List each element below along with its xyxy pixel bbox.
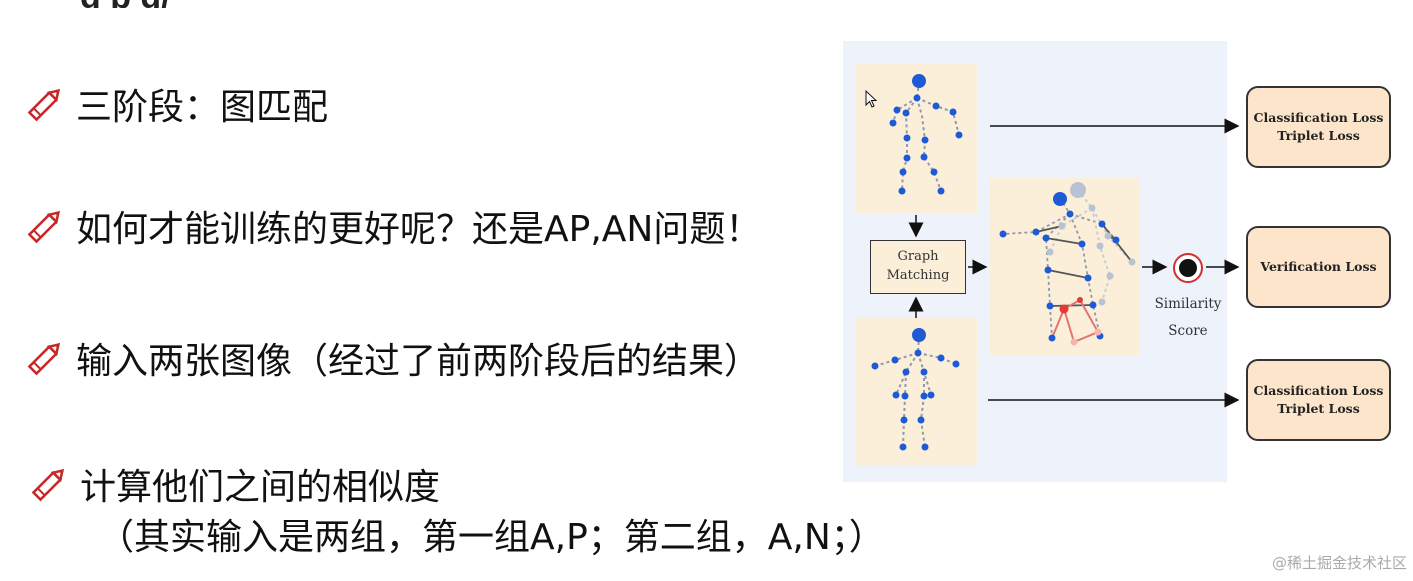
pencil-icon bbox=[27, 88, 61, 122]
bullet-4-subtext: （其实输入是两组，第一组A,P；第二组，A,N；） bbox=[98, 517, 885, 558]
pencil-icon bbox=[27, 210, 61, 244]
pencil-icon bbox=[31, 468, 65, 502]
matched-graph-edges bbox=[1002, 189, 1133, 344]
mouse-cursor-icon bbox=[865, 89, 878, 108]
bullet-3: 输入两张图像（经过了前两阶段后的结果） bbox=[24, 332, 760, 384]
graph-matching-box: Graph Matching bbox=[870, 240, 966, 294]
loss-box-verification: Verification Loss bbox=[1246, 226, 1391, 308]
loss-box-top: Classification Loss Triplet Loss bbox=[1246, 86, 1391, 168]
bullet-4-text: 计算他们之间的相似度 bbox=[80, 467, 441, 508]
slide-title-fragment: g p g/ bbox=[0, 0, 1413, 8]
skeleton-bottom-joints bbox=[871, 328, 960, 451]
pose-card-top bbox=[856, 64, 977, 214]
similarity-score-label: Similarity Score bbox=[1154, 296, 1222, 339]
bullet-1-text: 三阶段：图匹配 bbox=[76, 87, 329, 128]
bullet-2-text: 如何才能训练的更好呢？还是AP,AN问题！ bbox=[76, 209, 762, 250]
bullet-1: 三阶段：图匹配 bbox=[24, 78, 328, 130]
loss-box-bottom: Classification Loss Triplet Loss bbox=[1246, 359, 1391, 441]
bullet-3-text: 输入两张图像（经过了前两阶段后的结果） bbox=[76, 341, 761, 382]
watermark: @稀土掘金技术社区 bbox=[1271, 554, 1407, 572]
bullet-2: 如何才能训练的更好呢？还是AP,AN问题！ bbox=[24, 200, 761, 252]
skeleton-top-joints bbox=[889, 74, 963, 195]
matched-pose-card bbox=[990, 178, 1140, 355]
pencil-icon bbox=[27, 342, 61, 376]
matched-graph-joints bbox=[999, 182, 1136, 346]
bullet-4: 计算他们之间的相似度 bbox=[28, 458, 440, 510]
similarity-score-icon bbox=[1173, 253, 1203, 283]
pose-card-bottom bbox=[856, 318, 977, 466]
